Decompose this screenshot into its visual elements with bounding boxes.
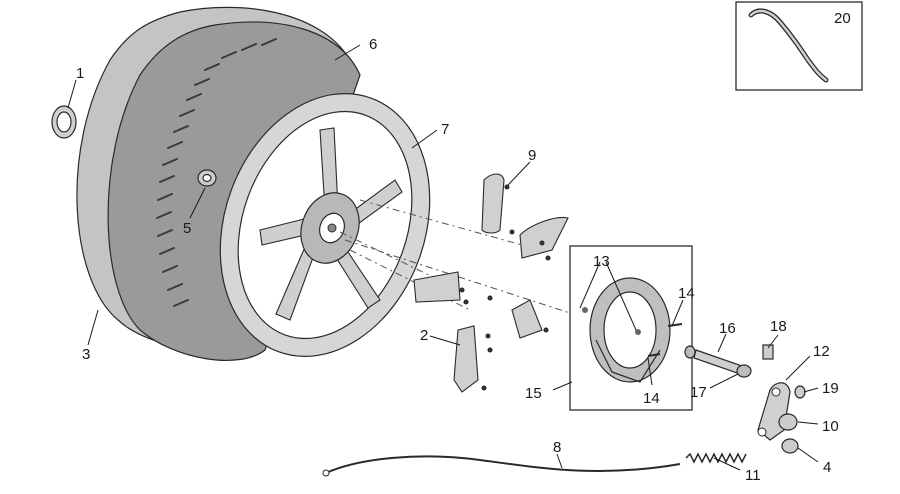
callout-10: 10	[822, 418, 839, 435]
callout-16: 16	[719, 320, 736, 337]
callout-1: 1	[76, 65, 84, 82]
inset-box-part-20	[735, 1, 863, 91]
callout-4: 4	[823, 459, 831, 476]
callout-14-upper: 14	[678, 285, 695, 302]
return-spring	[685, 452, 747, 464]
wheel-rim	[219, 93, 431, 357]
valve-cap-part-1	[51, 105, 77, 139]
assembly-axis-lines	[339, 199, 691, 353]
callout-11: 11	[745, 467, 761, 484]
spring-pin-part-19	[794, 385, 806, 399]
callout-13: 13	[593, 253, 610, 270]
brake-cam-axle	[684, 345, 752, 378]
callout-7: 7	[441, 121, 449, 138]
brake-shoe-assembly	[569, 245, 693, 411]
callout-17: 17	[690, 384, 707, 401]
callout-2: 2	[420, 327, 428, 344]
bolt-part-18	[762, 344, 774, 360]
callout-3: 3	[82, 346, 90, 363]
callout-9: 9	[528, 147, 536, 164]
callout-5: 5	[183, 220, 191, 237]
callout-8: 8	[553, 439, 561, 456]
callout-20: 20	[834, 10, 851, 27]
bushing-part-10	[778, 413, 798, 431]
callout-14-lower: 14	[643, 390, 660, 407]
nut-part-4	[781, 438, 799, 454]
callout-18: 18	[770, 318, 787, 335]
callout-6: 6	[369, 36, 377, 53]
callout-19: 19	[822, 380, 839, 397]
callout-12: 12	[813, 343, 830, 360]
brake-cable	[322, 455, 681, 477]
callout-leaders	[67, 44, 819, 471]
brake-lever	[757, 382, 791, 441]
brake-shield-pieces	[413, 173, 569, 393]
callout-labels: 1 2 3 4 5 6 7 8 9 10 11 12 13 14 14 15 1…	[76, 10, 851, 484]
callout-15: 15	[525, 385, 542, 402]
bushing-part-5	[197, 169, 217, 187]
